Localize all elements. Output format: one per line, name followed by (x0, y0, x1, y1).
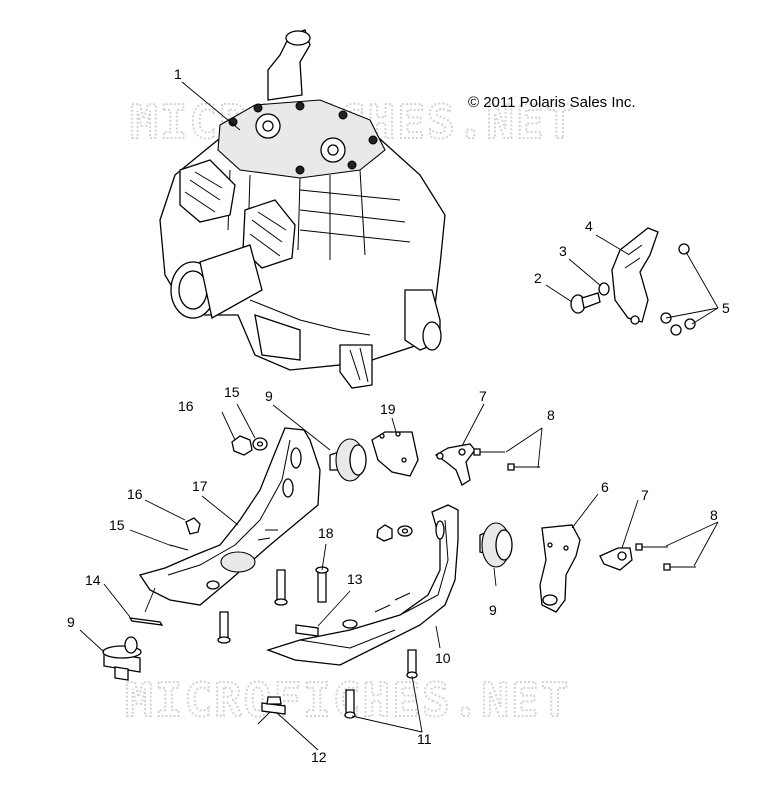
callout-2: 2 (534, 270, 542, 286)
callout-15-upper: 15 (224, 384, 240, 400)
callout-3: 3 (559, 243, 567, 259)
callout-7-upper: 7 (479, 388, 487, 404)
callout-16-upper: 16 (178, 398, 194, 414)
callout-13: 13 (347, 571, 363, 587)
callout-10: 10 (435, 650, 451, 666)
callout-8-lower: 8 (710, 507, 718, 523)
callout-12: 12 (311, 749, 327, 765)
callout-17: 17 (192, 478, 208, 494)
callout-1: 1 (174, 66, 182, 82)
callout-7-lower: 7 (641, 487, 649, 503)
copyright-text: © 2011 Polaris Sales Inc. (468, 94, 636, 111)
callout-14: 14 (85, 572, 101, 588)
callout-9-left: 9 (67, 614, 75, 630)
callout-4: 4 (585, 218, 593, 234)
engine-plate-right (261, 504, 459, 719)
callout-8-upper: 8 (547, 407, 555, 423)
callout-6: 6 (601, 479, 609, 495)
callout-9-upper: 9 (265, 388, 273, 404)
leader-lines (79, 81, 719, 751)
callout-18: 18 (318, 525, 334, 541)
engine-assembly (159, 29, 446, 389)
callout-9-right: 9 (489, 602, 497, 618)
engine-plate-left (138, 427, 321, 644)
mount-bracket-upper (570, 227, 696, 336)
callout-19: 19 (380, 401, 396, 417)
callout-5: 5 (722, 300, 730, 316)
callout-11: 11 (417, 731, 432, 747)
mount-upper-middle (329, 431, 540, 486)
callout-16-lower: 16 (127, 486, 143, 502)
mount-lower-right (376, 522, 696, 613)
callout-15-lower: 15 (109, 517, 125, 533)
left-fasteners (102, 435, 268, 681)
callout-labels: 1 2 3 4 5 6 7 7 8 8 9 9 9 10 11 12 13 14… (67, 66, 730, 765)
